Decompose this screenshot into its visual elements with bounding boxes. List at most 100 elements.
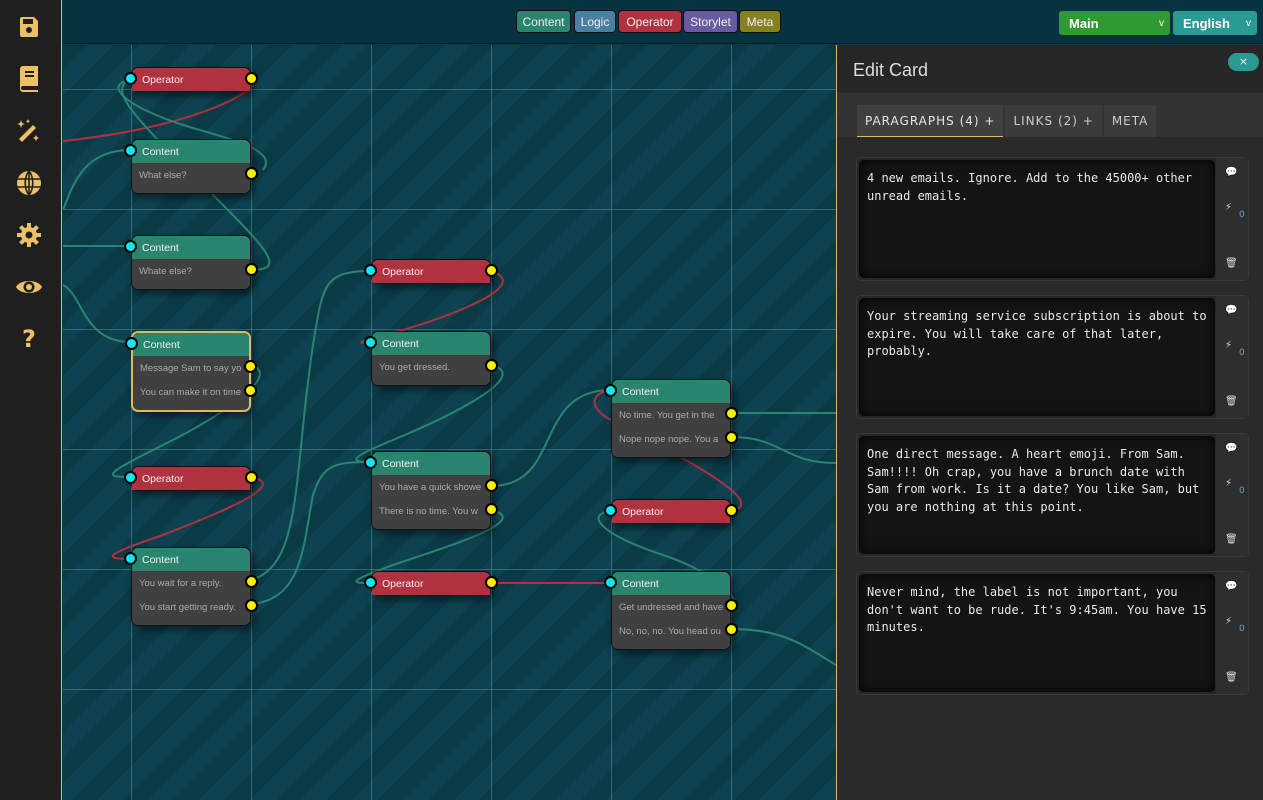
paragraph-textarea[interactable]: 4 new emails. Ignore. Add to the 45000+ … [859, 160, 1215, 278]
trash-icon[interactable]: 🗑 [1225, 258, 1238, 269]
output-port[interactable] [725, 623, 738, 636]
input-port[interactable] [364, 264, 377, 277]
book-icon[interactable] [14, 64, 44, 94]
input-port[interactable] [604, 384, 617, 397]
node-choice[interactable]: Message Sam to say yo [140, 363, 242, 374]
gear-icon[interactable] [14, 220, 44, 250]
eye-icon[interactable] [14, 272, 44, 302]
node-choice[interactable]: Nope nope nope. You a [619, 434, 719, 445]
node-choice[interactable]: There is no time. You w [379, 506, 478, 517]
output-port[interactable] [245, 575, 258, 588]
operator-node[interactable]: Operator [364, 259, 498, 284]
output-port[interactable] [244, 360, 257, 373]
output-port[interactable] [245, 599, 258, 612]
magic-wand-icon[interactable]: ⚡ [1225, 616, 1233, 627]
paragraph-textarea[interactable]: Your streaming service subscription is a… [859, 298, 1215, 416]
input-port[interactable] [124, 552, 137, 565]
trash-icon[interactable]: 🗑 [1225, 534, 1238, 545]
input-port[interactable] [364, 456, 377, 469]
tab-paragraphs[interactable]: PARAGRAPHS (4) + [857, 105, 1004, 137]
add-content-button[interactable]: Content [516, 10, 571, 33]
node-choice[interactable]: You can make it on time [140, 387, 242, 398]
node-choice[interactable]: You wait for a reply. [139, 578, 222, 589]
output-port[interactable] [485, 479, 498, 492]
input-port[interactable] [124, 144, 137, 157]
node-choice[interactable]: No, no, no. You head ou [619, 626, 721, 637]
branch-value: Main [1069, 15, 1099, 31]
top-toolbar: Content Logic Operator Storylet Meta Mai… [63, 0, 1263, 44]
tab-meta[interactable]: META [1103, 105, 1157, 137]
input-port[interactable] [124, 471, 137, 484]
magic-wand-icon[interactable] [14, 116, 44, 146]
output-port[interactable] [245, 471, 258, 484]
input-port[interactable] [124, 240, 137, 253]
input-port[interactable] [124, 72, 137, 85]
globe-icon[interactable] [14, 168, 44, 198]
output-port[interactable] [245, 72, 258, 85]
comment-icon[interactable]: 💬 [1225, 305, 1238, 316]
output-port[interactable] [725, 504, 738, 517]
close-button[interactable]: × [1228, 53, 1259, 71]
output-port[interactable] [485, 264, 498, 277]
operator-node[interactable]: Operator [124, 466, 258, 491]
trash-icon[interactable]: 🗑 [1225, 396, 1238, 407]
trash-icon[interactable]: 🗑 [1225, 672, 1238, 683]
node-choice[interactable]: Get undressed and have [619, 602, 724, 613]
output-port[interactable] [485, 576, 498, 589]
paragraph-textarea[interactable]: One direct message. A heart emoji. From … [859, 436, 1215, 554]
paragraph-textarea[interactable]: Never mind, the label is not important, … [859, 574, 1215, 692]
input-port[interactable] [364, 576, 377, 589]
add-meta-button[interactable]: Meta [739, 10, 781, 33]
save-icon[interactable] [14, 12, 44, 42]
node-choice[interactable]: Whate else? [139, 266, 192, 277]
node-choice[interactable]: You have a quick showe [379, 482, 482, 493]
node-choice[interactable]: You get dressed. [379, 362, 450, 373]
node-choice[interactable]: No time. You get in the [619, 410, 715, 421]
operator-node[interactable]: Operator [604, 499, 738, 524]
grid-line [63, 329, 836, 330]
output-port[interactable] [244, 384, 257, 397]
grid-line [63, 89, 836, 90]
operator-node[interactable]: Operator [124, 67, 258, 92]
output-port[interactable] [485, 359, 498, 372]
help-icon[interactable]: ? [14, 324, 44, 354]
node-choice[interactable]: What else? [139, 170, 187, 181]
magic-wand-icon[interactable]: ⚡ [1225, 340, 1233, 351]
input-port[interactable] [364, 336, 377, 349]
output-port[interactable] [245, 263, 258, 276]
tab-links[interactable]: LINKS (2) + [1005, 105, 1102, 137]
add-storylet-button[interactable]: Storylet [683, 10, 738, 33]
add-operator-button[interactable]: Operator [618, 10, 682, 33]
magic-wand-icon[interactable]: ⚡ [1225, 202, 1233, 213]
magic-wand-icon[interactable]: ⚡ [1225, 478, 1233, 489]
output-port[interactable] [725, 407, 738, 420]
node-choice[interactable]: You start getting ready. [139, 602, 236, 613]
output-port[interactable] [245, 167, 258, 180]
comment-icon[interactable]: 💬 [1225, 581, 1238, 592]
paragraph-tools: 💬 ⚡ 0 🗑 [1216, 158, 1248, 280]
comment-icon[interactable]: 💬 [1225, 443, 1238, 454]
input-port[interactable] [604, 576, 617, 589]
input-port[interactable] [604, 504, 617, 517]
paragraph-tools: 💬 ⚡ 0 🗑 [1216, 434, 1248, 556]
ai-count: 0 [1239, 210, 1245, 220]
operator-node[interactable]: Operator [364, 571, 498, 596]
input-port[interactable] [125, 337, 138, 350]
output-port[interactable] [485, 503, 498, 516]
comment-icon[interactable]: 💬 [1225, 167, 1238, 178]
output-port[interactable] [725, 599, 738, 612]
add-logic-button[interactable]: Logic [574, 10, 616, 33]
language-value: English [1183, 15, 1230, 31]
output-port[interactable] [725, 431, 738, 444]
